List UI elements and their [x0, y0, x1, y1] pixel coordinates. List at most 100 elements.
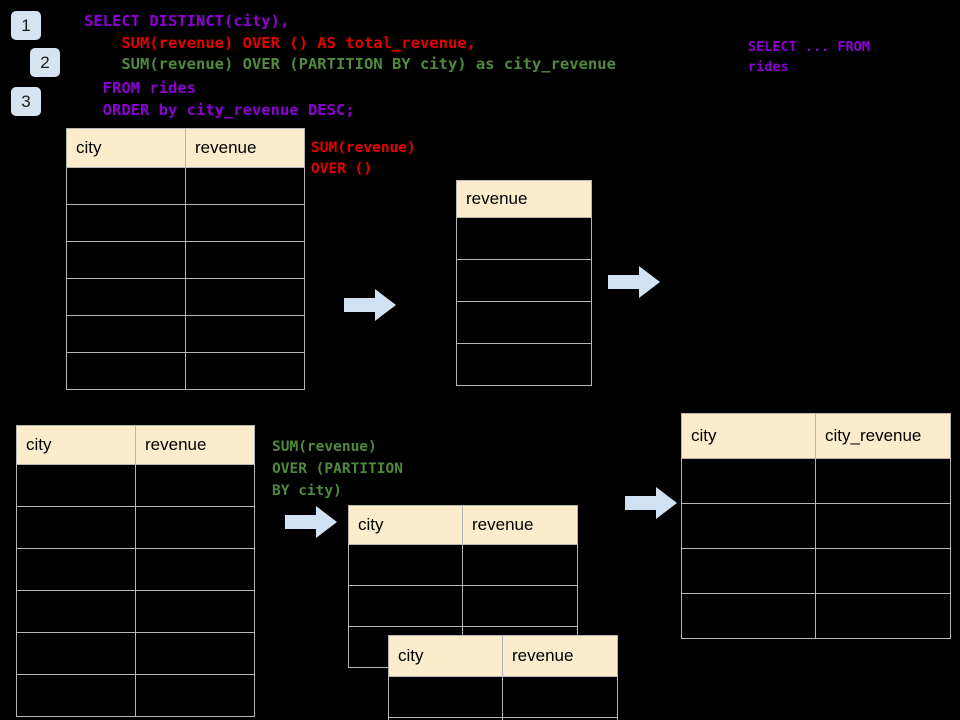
table-row	[66, 315, 305, 353]
cell-city	[681, 503, 816, 549]
table-row	[66, 352, 305, 390]
cell-city	[16, 548, 136, 591]
cell-revenue	[135, 590, 255, 633]
note-sum-over-empty: SUM(revenue) OVER ()	[311, 140, 416, 177]
arrow-partition-to-result	[625, 487, 677, 519]
column-header-revenue: revenue	[462, 505, 578, 545]
table-row	[348, 585, 578, 627]
rides-source-table: city revenue	[66, 128, 305, 390]
table-header-row: city city_revenue	[681, 413, 951, 459]
step-badge-1-label: 1	[21, 16, 31, 35]
table-header-row: city revenue	[388, 635, 618, 677]
column-header-revenue: revenue	[185, 128, 305, 168]
arrow-rides-to-partition	[285, 506, 337, 538]
step-badge-2[interactable]: 2	[30, 48, 60, 77]
column-header-city: city	[681, 413, 816, 459]
table-row	[16, 464, 255, 507]
note-select-from-rides: SELECT ... FROM rides	[748, 39, 870, 75]
cell-revenue	[502, 717, 618, 720]
step-badge-3-label: 3	[21, 92, 31, 111]
table-header-row: city revenue	[66, 128, 305, 168]
table-row	[456, 259, 592, 302]
table-row	[388, 717, 618, 720]
cell-city	[66, 278, 186, 316]
sql-line-order-by: ORDER by city_revenue DESC;	[84, 101, 355, 119]
column-header-city-revenue: city_revenue	[815, 413, 951, 459]
column-header-revenue: revenue	[135, 425, 255, 465]
table-row	[16, 632, 255, 675]
arrow-rides-to-total-revenue	[344, 289, 396, 321]
cell-revenue	[185, 352, 305, 390]
table-header-row: city revenue	[16, 425, 255, 465]
cell-city	[348, 544, 463, 586]
table-row	[681, 593, 951, 639]
cell-revenue	[456, 259, 592, 302]
cell-revenue	[185, 315, 305, 353]
table-row	[681, 548, 951, 594]
cell-city	[66, 352, 186, 390]
cell-city-revenue	[815, 548, 951, 594]
cell-revenue	[135, 506, 255, 549]
cell-revenue	[502, 676, 618, 718]
table-row	[16, 674, 255, 717]
column-header-revenue: revenue	[456, 180, 592, 218]
table-row	[681, 503, 951, 549]
note-sum-over-partition: SUM(revenue) OVER (PARTITION BY city)	[272, 439, 403, 499]
cell-city	[16, 464, 136, 507]
sql-line-select-distinct: SELECT DISTINCT(city),	[84, 12, 290, 30]
column-header-city: city	[16, 425, 136, 465]
cell-city	[681, 548, 816, 594]
column-header-city: city	[388, 635, 503, 677]
step-badge-1[interactable]: 1	[11, 11, 41, 40]
cell-revenue	[185, 204, 305, 242]
total-revenue-table: revenue	[456, 180, 592, 386]
table-row	[66, 241, 305, 279]
cell-city-revenue	[815, 593, 951, 639]
cell-city	[681, 458, 816, 504]
table-row	[456, 343, 592, 386]
cell-city	[681, 593, 816, 639]
sql-line-sum-over-empty: SUM(revenue) OVER () AS total_revenue,	[84, 33, 476, 52]
cell-city	[66, 315, 186, 353]
column-header-revenue: revenue	[502, 635, 618, 677]
table-row	[16, 548, 255, 591]
table-row	[348, 544, 578, 586]
table-header-row: city revenue	[348, 505, 578, 545]
table-row	[456, 301, 592, 344]
sql-line-from-rides: FROM rides	[84, 79, 196, 97]
partition-group-table-front: city revenue	[388, 635, 618, 720]
cell-revenue	[135, 632, 255, 675]
column-header-city: city	[348, 505, 463, 545]
column-header-city: city	[66, 128, 186, 168]
cell-city	[348, 585, 463, 627]
step-badge-2-label: 2	[40, 53, 50, 72]
cell-revenue	[462, 544, 578, 586]
table-row	[681, 458, 951, 504]
cell-revenue	[185, 167, 305, 205]
cell-city	[16, 590, 136, 633]
cell-revenue	[135, 674, 255, 717]
cell-city	[16, 674, 136, 717]
table-row	[66, 278, 305, 316]
cell-city	[388, 676, 503, 718]
table-row	[16, 590, 255, 633]
table-header-row: revenue	[456, 180, 592, 218]
table-row	[456, 217, 592, 260]
table-row	[66, 204, 305, 242]
cell-city	[66, 167, 186, 205]
table-row	[16, 506, 255, 549]
cell-revenue	[185, 278, 305, 316]
city-revenue-result-table: city city_revenue	[681, 413, 951, 639]
cell-city-revenue	[815, 503, 951, 549]
cell-city	[66, 241, 186, 279]
step-badge-3[interactable]: 3	[11, 87, 41, 116]
arrow-total-revenue-to-result	[608, 266, 660, 298]
cell-revenue	[462, 585, 578, 627]
cell-revenue	[135, 464, 255, 507]
cell-city	[16, 632, 136, 675]
cell-revenue	[135, 548, 255, 591]
cell-revenue	[456, 343, 592, 386]
cell-revenue	[456, 301, 592, 344]
table-row	[66, 167, 305, 205]
